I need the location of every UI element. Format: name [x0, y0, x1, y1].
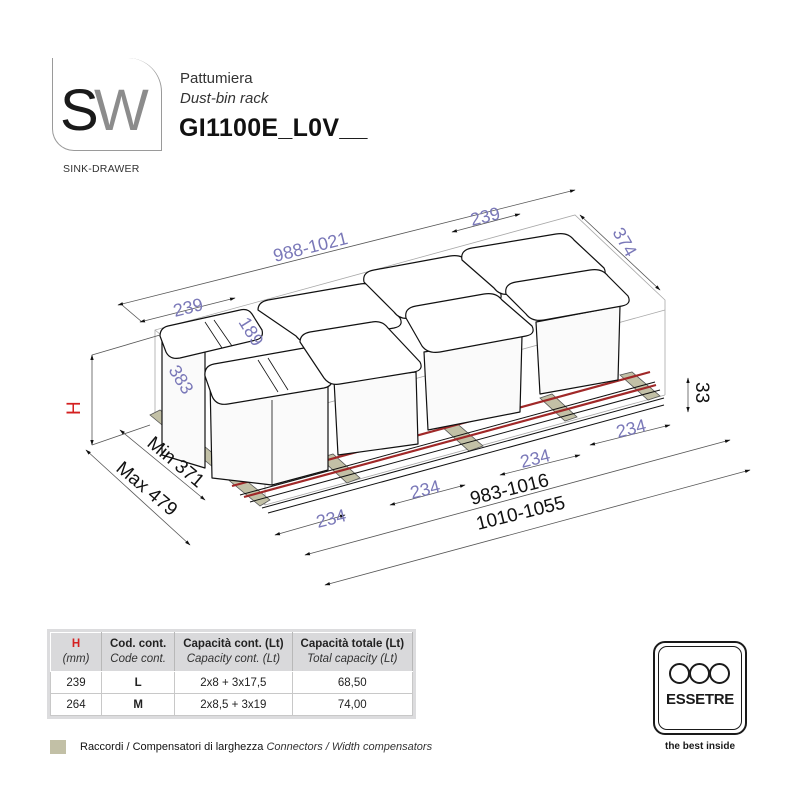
circle-icon: [689, 663, 710, 684]
dim-spacing-1: 234: [314, 505, 348, 532]
cell-capacity: 2x8,5 + 3x19: [174, 693, 293, 716]
product-code: GI1100E_L0V__: [179, 114, 368, 142]
dim-bin-depth: 374: [609, 224, 641, 260]
dustbin-rack-drawing: 988-1021 239 189 239 374 383 H 33 Min 37…: [64, 189, 751, 586]
cell-height: 239: [50, 671, 102, 694]
dim-spacing-3: 234: [518, 445, 552, 472]
table-row: 239 L 2x8 + 3x17,5 68,50: [50, 671, 414, 694]
cell-total: 68,50: [291, 671, 414, 694]
sw-logo-s: S: [60, 78, 99, 143]
title-english: Dust-bin rack: [180, 90, 269, 107]
col-height: H(mm): [50, 632, 102, 672]
essetre-logo-inner: [658, 646, 742, 730]
cell-total: 74,00: [291, 693, 414, 716]
circle-icon: [709, 663, 730, 684]
table-header-row: H(mm) Cod. cont.Code cont. Capacità cont…: [50, 632, 414, 672]
essetre-logo: ESSETRE: [653, 641, 747, 735]
sw-logo-frame: [51, 56, 162, 151]
dim-spacing-4: 234: [614, 415, 648, 442]
cell-height: 264: [50, 693, 102, 716]
dimension-lines: [85, 189, 751, 586]
col-total-capacity: Capacità totale (Lt)Total capacity (Lt): [291, 632, 414, 672]
legend-label: Raccordi / Compensatori di larghezza Con…: [80, 741, 433, 753]
manufacturer-name: ESSETRE: [666, 691, 734, 708]
circle-icon: [669, 663, 690, 684]
connector-swatch: [50, 740, 66, 754]
title-italian: Pattumiera: [180, 70, 253, 87]
height-label: H: [64, 401, 85, 415]
manufacturer-tagline: the best inside: [664, 741, 735, 752]
bins: [159, 233, 630, 486]
connector-4: [539, 393, 578, 422]
sw-logo-w: W: [94, 78, 149, 143]
dim-rail-height: 33: [691, 382, 712, 403]
col-code: Cod. cont.Code cont.: [100, 632, 176, 672]
col-capacity: Capacità cont. (Lt)Capacity cont. (Lt): [174, 632, 293, 672]
dim-right-bin-width: 239: [468, 203, 502, 230]
spec-table: H(mm) Cod. cont.Code cont. Capacità cont…: [46, 629, 417, 719]
dim-overall-top: 988-1021: [271, 228, 350, 266]
cell-capacity: 2x8 + 3x17,5: [174, 671, 293, 694]
small-bin-front: [204, 347, 333, 486]
large-bin-1-front: [299, 321, 422, 456]
cell-code: M: [100, 693, 176, 716]
dim-small-bin-width: 239: [171, 294, 205, 321]
table-row: 264 M 2x8,5 + 3x19 74,00: [50, 693, 414, 716]
cell-code: L: [100, 671, 176, 694]
large-bin-2-front: [405, 293, 534, 431]
dim-spacing-2: 234: [408, 476, 442, 503]
logo-subtitle: SINK-DRAWER: [63, 163, 140, 175]
